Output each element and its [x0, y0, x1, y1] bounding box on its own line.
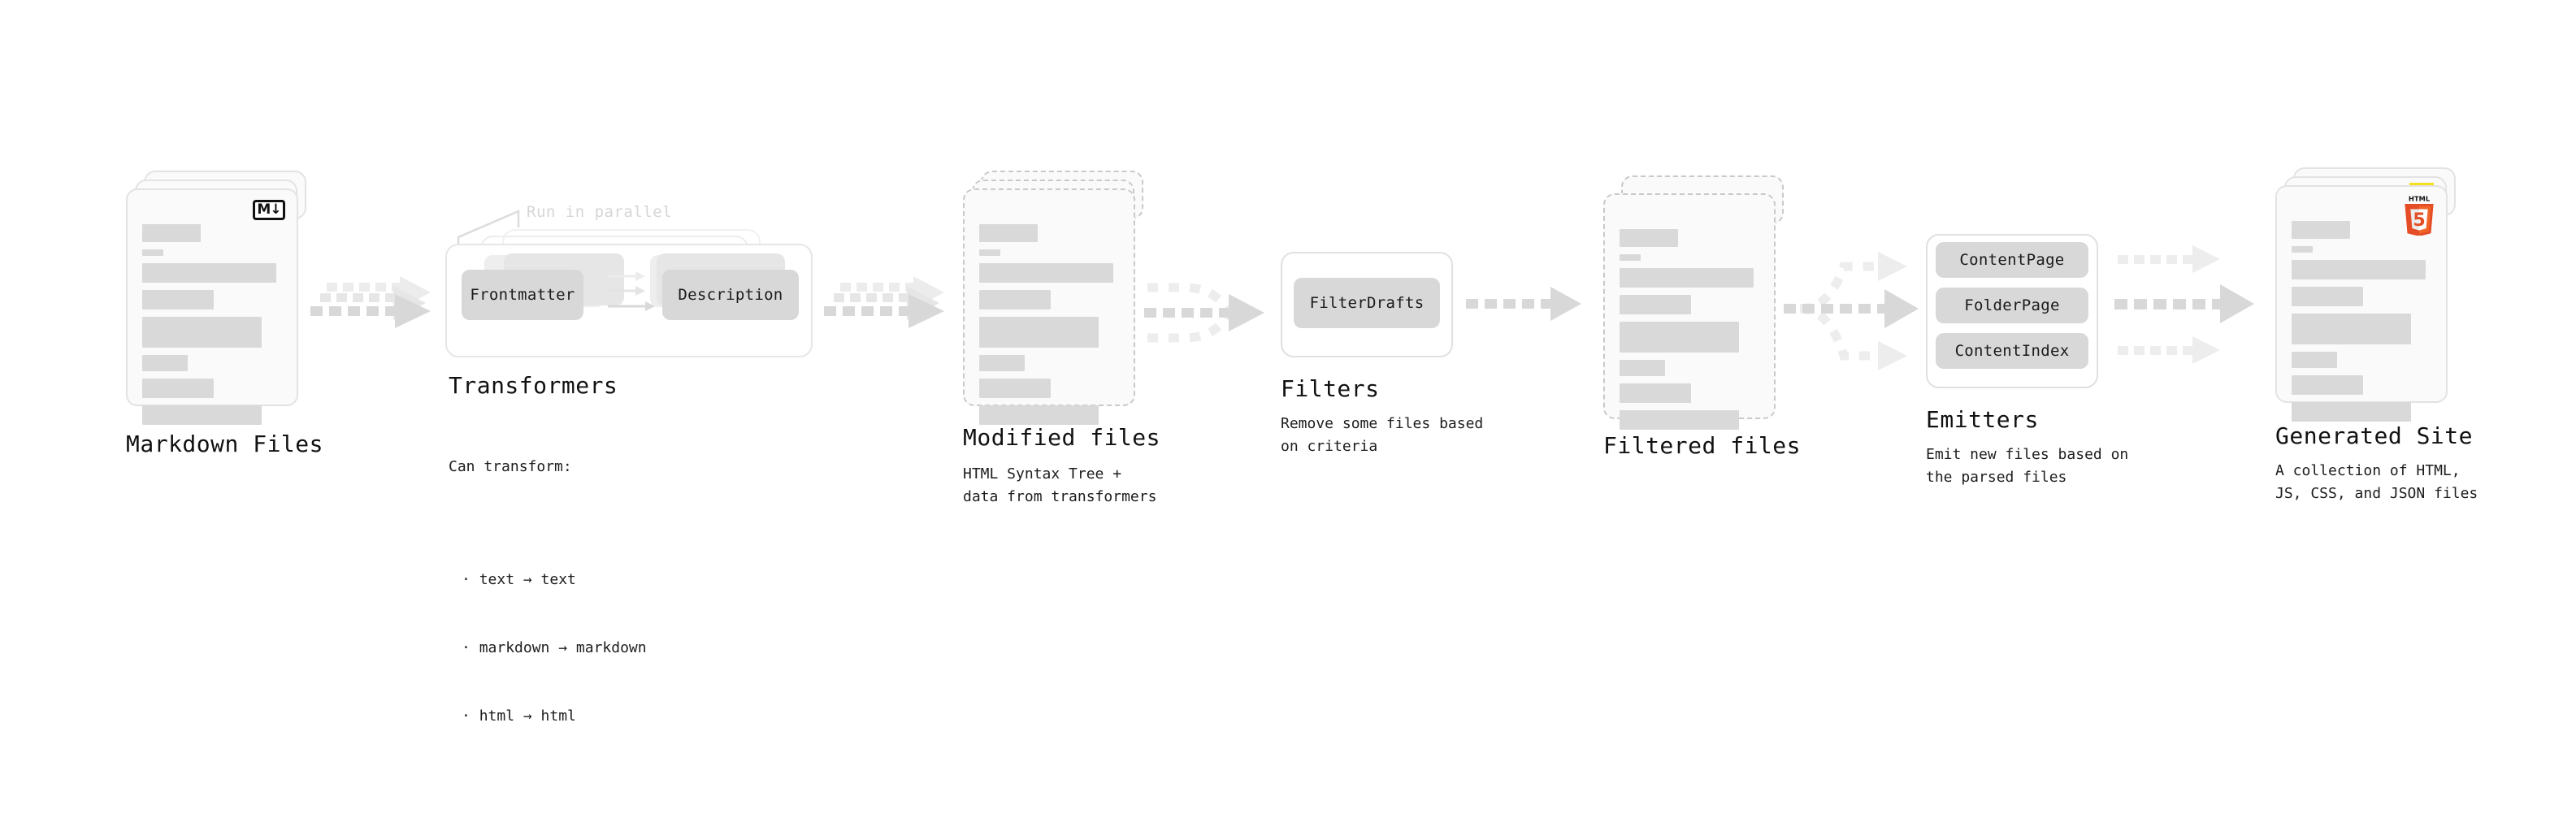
- generated-file-card-html: HTML 5: [2275, 185, 2448, 422]
- content-bar: [1620, 383, 1691, 403]
- content-bar: [1620, 254, 1641, 261]
- content-bar: [1620, 295, 1691, 314]
- generated-site-title: Generated Site: [2275, 422, 2474, 449]
- modified-files-caption: HTML Syntax Tree + data from transformer…: [963, 465, 1157, 505]
- arrow-transformers-to-modified: [824, 276, 944, 328]
- content-bar: [142, 379, 214, 398]
- transformers-bullet-list: text → text markdown → markdown html → h…: [462, 523, 647, 773]
- markdown-files-title: Markdown Files: [126, 431, 324, 457]
- filters-title: Filters: [1281, 375, 1380, 402]
- html5-icon: HTML 5: [2405, 194, 2434, 236]
- content-bar: [142, 317, 262, 348]
- filtered-files-stack: [1603, 175, 1784, 430]
- svg-text:5: 5: [2413, 210, 2426, 231]
- filtered-file-card-front: [1603, 193, 1776, 430]
- transformers-title: Transformers: [449, 372, 618, 399]
- arrow-emitters-to-site: [2114, 245, 2254, 364]
- transformer-inner-arrows: [608, 271, 655, 311]
- content-bar: [979, 355, 1025, 371]
- document-content-bars: [979, 224, 1122, 432]
- arrow-filters-to-filtered: [1466, 287, 1581, 321]
- filtered-files-title: Filtered files: [1603, 432, 1802, 459]
- content-bar: [2292, 246, 2313, 253]
- modified-files-title: Modified files: [963, 424, 1161, 451]
- document-content-bars: [142, 224, 285, 432]
- list-item: markdown → markdown: [462, 637, 647, 660]
- emitters-title: Emitters: [1926, 406, 2039, 433]
- content-bar: [142, 249, 163, 256]
- html5-icon-wordmark: HTML: [2409, 194, 2431, 202]
- content-bar: [2292, 287, 2363, 306]
- list-item: html → html: [462, 705, 647, 728]
- content-bar: [142, 405, 262, 425]
- arrow-filtered-to-emitters: [1784, 252, 1919, 370]
- markdown-files-stack: M↓ M↓ M↓: [126, 171, 306, 425]
- content-bar: [979, 379, 1051, 398]
- content-bar: [979, 263, 1113, 283]
- content-bar: [979, 317, 1099, 348]
- content-bar: [1620, 360, 1665, 376]
- content-bar: [142, 224, 201, 242]
- run-in-parallel-label: Run in parallel: [527, 203, 673, 221]
- content-bar: [1620, 410, 1739, 430]
- emitter-chip-folderpage[interactable]: FolderPage: [1936, 288, 2088, 323]
- content-bar: [142, 355, 188, 371]
- list-item: text → text: [462, 569, 647, 591]
- document-content-bars: [1620, 229, 1763, 437]
- arrow-modified-to-filters: [1144, 283, 1264, 343]
- content-bar: [1620, 229, 1678, 247]
- content-bar: [979, 224, 1038, 242]
- transformers-caption-head: Can transform:: [449, 457, 572, 475]
- content-bar: [2292, 402, 2411, 422]
- content-bar: [2292, 352, 2337, 368]
- modified-file-card-front: [963, 188, 1135, 425]
- markdown-icon: M↓: [253, 200, 285, 220]
- generated-site-caption: A collection of HTML, JS, CSS, and JSON …: [2275, 462, 2478, 502]
- diagram-canvas: M↓ M↓ M↓ Markdown Files: [0, 0, 2576, 681]
- content-bar: [2292, 221, 2350, 239]
- content-bar: [979, 290, 1051, 309]
- document-content-bars: [2292, 221, 2435, 429]
- arrow-markdown-to-transformers: [310, 276, 431, 328]
- transformer-chip-frontmatter[interactable]: Frontmatter: [462, 270, 583, 320]
- content-bar: [2292, 314, 2411, 344]
- content-bar: [2292, 375, 2363, 395]
- emitter-chip-contentindex[interactable]: ContentIndex: [1936, 333, 2088, 369]
- filter-chip-filterdrafts[interactable]: FilterDrafts: [1294, 278, 1440, 328]
- content-bar: [1620, 322, 1739, 353]
- generated-site-stack: CSS HTML 5: [2275, 167, 2456, 422]
- emitters-caption: Emit new files based on the parsed files: [1926, 446, 2129, 486]
- content-bar: [979, 249, 1000, 256]
- transformer-chip-description[interactable]: Description: [662, 270, 799, 320]
- markdown-file-card-front: M↓: [126, 188, 298, 425]
- modified-files-stack: [963, 171, 1143, 425]
- transformers-caption: Can transform: text → text markdown → ma…: [449, 410, 647, 818]
- filters-caption: Remove some files based on criteria: [1281, 415, 1484, 455]
- emitter-chip-contentpage[interactable]: ContentPage: [1936, 242, 2088, 278]
- content-bar: [142, 290, 214, 309]
- content-bar: [2292, 260, 2426, 279]
- content-bar: [1620, 268, 1754, 288]
- content-bar: [142, 263, 276, 283]
- content-bar: [979, 405, 1099, 425]
